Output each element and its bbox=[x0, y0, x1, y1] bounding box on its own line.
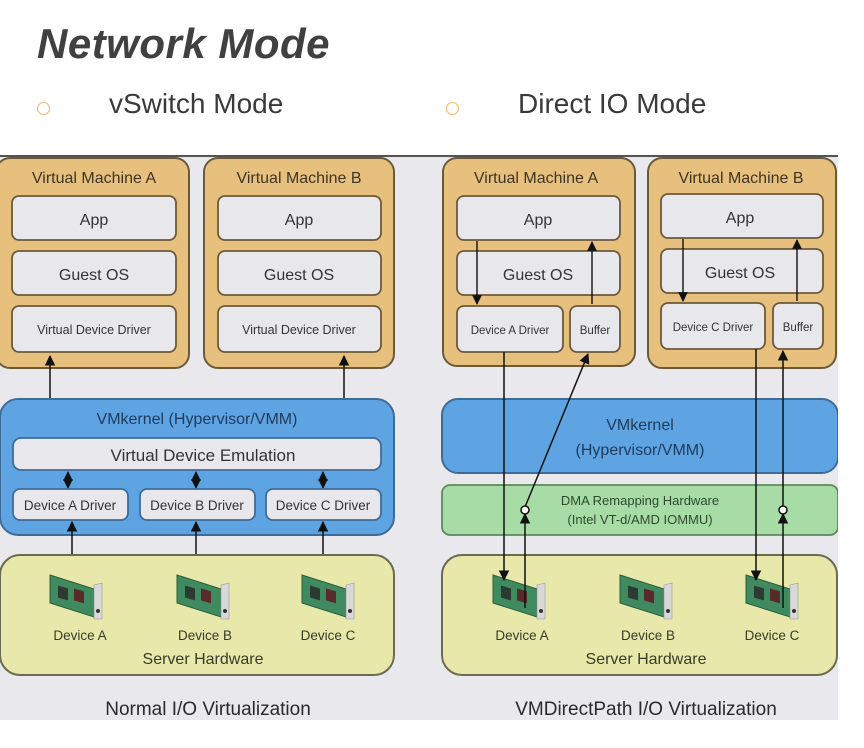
device-c-driver: Device C Driver bbox=[276, 498, 371, 513]
guest-os-layer: Guest OS bbox=[503, 267, 573, 284]
server-hardware-box: Device A Device B Device C Server Hardwa… bbox=[0, 554, 395, 676]
normal-io-caption: Normal I/O Virtualization bbox=[105, 699, 311, 720]
diagram-panel: Virtual Machine A App Guest OS Virtual D… bbox=[0, 155, 839, 720]
hollow-circle-bullet-icon bbox=[37, 102, 50, 115]
app-layer: App bbox=[80, 212, 109, 229]
server-hardware-box: Device A Device B Device C Server Hardwa… bbox=[441, 554, 838, 676]
device-b-label: Device B bbox=[621, 628, 675, 643]
dma-remap-node bbox=[778, 505, 788, 515]
buffer: Buffer bbox=[783, 322, 814, 334]
arrow-device-a-to-buffer bbox=[524, 353, 590, 508]
vm-b-box: Virtual Machine B App Guest OS Virtual D… bbox=[203, 157, 395, 369]
directpath-io-caption: VMDirectPath I/O Virtualization bbox=[515, 699, 777, 720]
device-a-label: Device A bbox=[495, 628, 548, 643]
normal-io-diagram: Virtual Machine A App Guest OS Virtual D… bbox=[0, 157, 395, 720]
vm-a-box: Virtual Machine A App Guest OS Device A … bbox=[442, 157, 636, 367]
dma-label-line2: (Intel VT-d/AMD IOMMU) bbox=[567, 512, 712, 527]
device-c-driver: Device C Driver bbox=[673, 322, 754, 334]
device-a-label: Device A bbox=[53, 628, 106, 643]
device-a-driver: Device A Driver bbox=[24, 498, 117, 513]
device-c-label: Device C bbox=[745, 628, 800, 643]
dma-label-line1: DMA Remapping Hardware bbox=[561, 493, 719, 508]
vmkernel-label-line1: VMkernel bbox=[606, 417, 674, 434]
directpath-io-diagram: Virtual Machine A App Guest OS Device A … bbox=[441, 157, 839, 720]
server-hardware-label: Server Hardware bbox=[586, 651, 707, 668]
hollow-circle-bullet-icon bbox=[446, 102, 459, 115]
app-layer: App bbox=[726, 210, 755, 227]
virtual-device-emulation: Virtual Device Emulation bbox=[111, 446, 296, 465]
vmkernel-label-line2: (Hypervisor/VMM) bbox=[576, 442, 705, 459]
dma-remapping-box: DMA Remapping Hardware (Intel VT-d/AMD I… bbox=[441, 484, 839, 536]
guest-os-layer: Guest OS bbox=[59, 267, 129, 284]
device-b-label: Device B bbox=[178, 628, 232, 643]
vmkernel-label: VMkernel (Hypervisor/VMM) bbox=[97, 411, 298, 428]
vm-a-title: Virtual Machine A bbox=[474, 170, 599, 187]
bullet-label: Direct IO Mode bbox=[518, 88, 707, 119]
vm-a-box: Virtual Machine A App Guest OS Virtual D… bbox=[0, 157, 190, 369]
device-c-label: Device C bbox=[301, 628, 356, 643]
io-virtualization-diagram: Virtual Machine A App Guest OS Virtual D… bbox=[0, 155, 839, 720]
vmkernel-box: VMkernel (Hypervisor/VMM) Virtual Device… bbox=[0, 398, 395, 536]
vm-b-title: Virtual Machine B bbox=[678, 170, 803, 187]
virtual-device-driver: Virtual Device Driver bbox=[37, 323, 151, 337]
bullet-label: vSwitch Mode bbox=[109, 88, 284, 119]
vm-b-title: Virtual Machine B bbox=[236, 170, 361, 187]
device-a-driver: Device A Driver bbox=[471, 325, 550, 337]
vm-b-box: Virtual Machine B App Guest OS Device C … bbox=[647, 157, 837, 369]
virtual-device-driver: Virtual Device Driver bbox=[242, 323, 356, 337]
server-hardware-label: Server Hardware bbox=[143, 651, 264, 668]
bullet-direct-io-mode: Direct IO Mode bbox=[446, 88, 706, 120]
app-layer: App bbox=[285, 212, 314, 229]
guest-os-layer: Guest OS bbox=[705, 265, 775, 282]
vm-a-title: Virtual Machine A bbox=[32, 170, 157, 187]
app-layer: App bbox=[524, 212, 553, 229]
vmkernel-box: VMkernel (Hypervisor/VMM) bbox=[441, 398, 839, 474]
bullet-vswitch-mode: vSwitch Mode bbox=[37, 88, 283, 120]
dma-remap-node bbox=[520, 505, 530, 515]
buffer: Buffer bbox=[580, 325, 611, 337]
page-title: Network Mode bbox=[37, 20, 331, 67]
device-b-driver: Device B Driver bbox=[150, 498, 244, 513]
guest-os-layer: Guest OS bbox=[264, 267, 334, 284]
